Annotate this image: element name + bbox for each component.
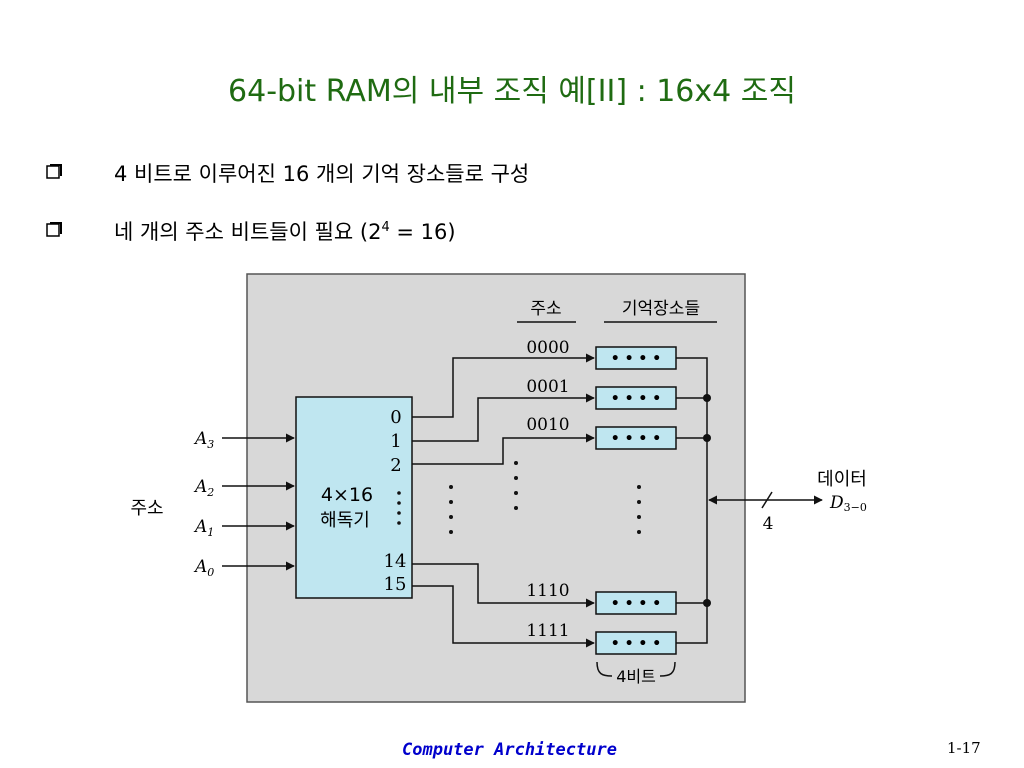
address-0000: 0000	[526, 338, 569, 358]
ellipsis-between-decoder	[449, 485, 453, 534]
decoder-output-0: 0	[390, 407, 401, 428]
address-1111: 1111	[526, 621, 569, 641]
header-address: 주소	[530, 299, 561, 319]
bus-junctions	[703, 394, 711, 607]
address-0001: 0001	[526, 377, 569, 397]
wire-0	[412, 353, 595, 418]
decoder-output-14: 14	[384, 551, 407, 572]
wire-1	[412, 393, 595, 442]
svg-text:• • • •: • • • •	[611, 636, 661, 652]
svg-text:• • • •: • • • •	[611, 351, 661, 367]
ellipsis-addresses	[514, 461, 518, 510]
svg-text:• • • •: • • • •	[611, 596, 661, 612]
address-input-a3: A3	[193, 429, 214, 451]
slide-title: 64-bit RAM의 내부 조직 예[II] : 16x4 조직	[228, 74, 796, 109]
memory-cell: • • • •	[595, 631, 677, 655]
checkbox-bullet-icon	[46, 164, 62, 179]
footer-course: Computer Architecture	[402, 740, 617, 760]
address-input-a2: A2	[193, 477, 214, 499]
decoder-subtitle: 해독기	[320, 510, 370, 531]
memory-cell: • • • •	[595, 386, 677, 410]
decoder-block	[295, 396, 413, 599]
memory-cell: • • • •	[595, 346, 677, 370]
checkbox-bullet-icon	[46, 222, 62, 237]
memory-cell: • • • •	[595, 426, 677, 450]
address-input-a1: A1	[193, 517, 214, 539]
data-bus-line	[676, 357, 708, 644]
decoder-output-2: 2	[390, 455, 401, 476]
bus-width-label: 4	[763, 514, 774, 534]
wire-15	[412, 585, 595, 648]
data-label: 데이터	[817, 469, 867, 490]
memory-cell: • • • •	[595, 591, 677, 615]
bullet-text: 네 개의 주소 비트들이 필요 (24 = 16)	[114, 220, 456, 244]
bullet-text: 4 비트로 이루어진 16 개의 기억 장소들로 구성	[114, 162, 530, 186]
decoder-output-1: 1	[390, 431, 401, 452]
bus-width-slash	[761, 491, 773, 509]
page-number: 1-17	[947, 739, 981, 757]
svg-text:• • • •: • • • •	[611, 391, 661, 407]
bit-width-brace	[596, 661, 676, 677]
wire-14	[412, 563, 595, 608]
header-storage: 기억장소들	[622, 299, 700, 319]
decoder-ellipsis	[397, 491, 401, 525]
address-input-a0: A0	[193, 557, 214, 579]
address-1110: 1110	[526, 581, 569, 601]
decoder-title: 4×16	[321, 484, 373, 506]
ellipsis-cells	[637, 485, 641, 534]
svg-text:• • • •: • • • •	[611, 431, 661, 447]
bit-width-label: 4비트	[616, 667, 656, 686]
address-group-label: 주소	[130, 498, 163, 519]
address-0010: 0010	[526, 415, 569, 435]
wire-2	[412, 433, 595, 465]
decoder-output-15: 15	[384, 574, 407, 595]
data-bus-name: D3−0	[829, 493, 867, 514]
